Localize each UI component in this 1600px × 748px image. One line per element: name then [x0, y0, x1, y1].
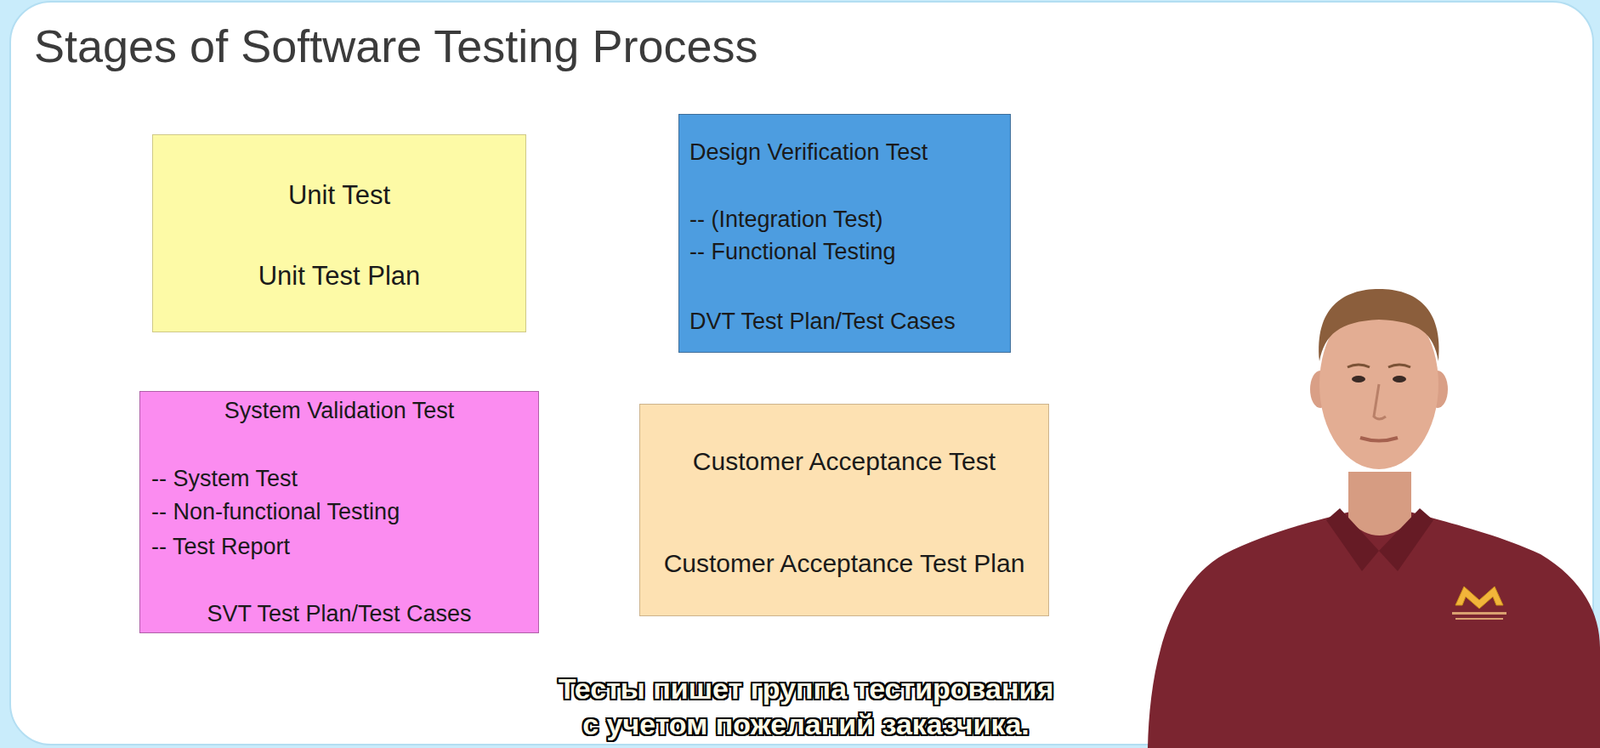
shirt-logo-line [1452, 612, 1507, 615]
eye [1392, 375, 1407, 383]
brow [1347, 364, 1370, 368]
neck [1348, 471, 1412, 536]
box-line: -- Non-functional Testing [151, 498, 528, 526]
box-line: -- Functional Testing [689, 238, 1000, 266]
slide-title: Stages of Software Testing Process [34, 18, 758, 74]
stage-box: Customer Acceptance TestCustomer Accepta… [639, 403, 1050, 617]
mouth [1360, 437, 1398, 442]
shirt-logo-line [1455, 618, 1504, 620]
nose [1373, 384, 1386, 420]
box-heading: Unit Test [163, 179, 516, 211]
shirt-logo [1455, 586, 1504, 609]
subtitle-line: с учетом пожеланий заказчика. [210, 707, 1402, 742]
box-line: Customer Acceptance Test Plan [650, 548, 1039, 579]
brow [1388, 364, 1411, 368]
collar [1326, 508, 1379, 572]
box-heading: Design Verification Test [689, 138, 1000, 166]
stage-box: System Validation Test -- System Test -- N… [139, 391, 540, 634]
box-line: DVT Test Plan/Test Cases [689, 307, 1000, 335]
subtitle-line: Тесты пишет группа тестирования [210, 671, 1402, 706]
box-line: -- Test Report [151, 533, 528, 561]
eye [1351, 375, 1366, 383]
stage-box: Design Verification Test -- (Integration … [678, 113, 1011, 353]
box-heading: System Validation Test [151, 397, 528, 425]
box-heading: Customer Acceptance Test [650, 446, 1039, 477]
stage-box: Unit TestUnit Test Plan [152, 134, 527, 333]
box-line: -- System Test [151, 465, 528, 493]
box-line: -- (Integration Test) [689, 205, 1000, 233]
collar [1378, 508, 1434, 572]
box-line: SVT Test Plan/Test Cases [151, 600, 528, 628]
hair [1318, 289, 1439, 362]
box-line: Unit Test Plan [163, 260, 516, 292]
